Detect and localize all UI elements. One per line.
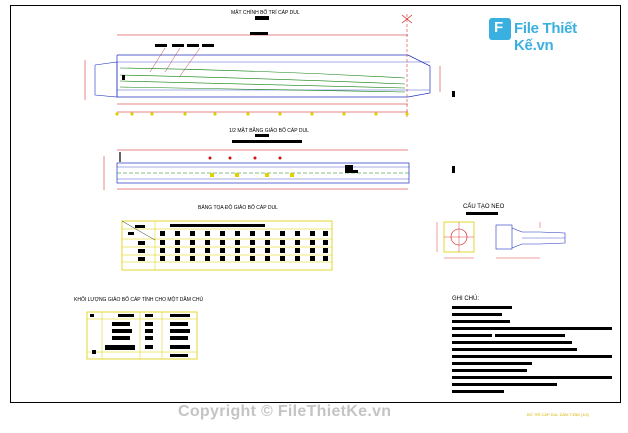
mass-table-title: KHỐI LƯỢNG GIẢO BỐ CÁP TÍNH CHO MỘT DẦM … [74, 297, 204, 303]
notes-title: GHI CHÚ: [452, 296, 479, 302]
mass-table [86, 311, 198, 360]
site-logo[interactable]: F File Thiết Kế.vn [489, 12, 617, 54]
notes-block [452, 306, 612, 393]
logo-text: File Thiết Kế.vn [514, 20, 577, 54]
logo-glyph: F [494, 19, 504, 36]
half-plan-title: 1/2 MẶT BẰNG GIẢO BỐ CÁP DUL [229, 128, 309, 134]
elevation-title: MẶT CHÍNH BỐ TRÍ CÁP DUL [231, 10, 300, 16]
elevation-view [84, 14, 455, 118]
footer-note: BỐ TRÍ CÁP DUL DẦM T33M (1/2) [527, 412, 590, 417]
drawing-frame [10, 5, 621, 403]
anchor-title: CẤU TẠO NEO [463, 204, 505, 210]
copyright-watermark: Copyright © FileThietKe.vn [178, 403, 392, 420]
half-plan-view [103, 134, 455, 190]
logo-icon [489, 18, 511, 40]
anchor-detail [436, 212, 566, 259]
elevation-markers [115, 112, 409, 116]
coordinate-table [121, 220, 333, 271]
coord-table-title: BẢNG TỌA ĐỘ GIẢO BỐ CÁP DUL [198, 205, 278, 211]
